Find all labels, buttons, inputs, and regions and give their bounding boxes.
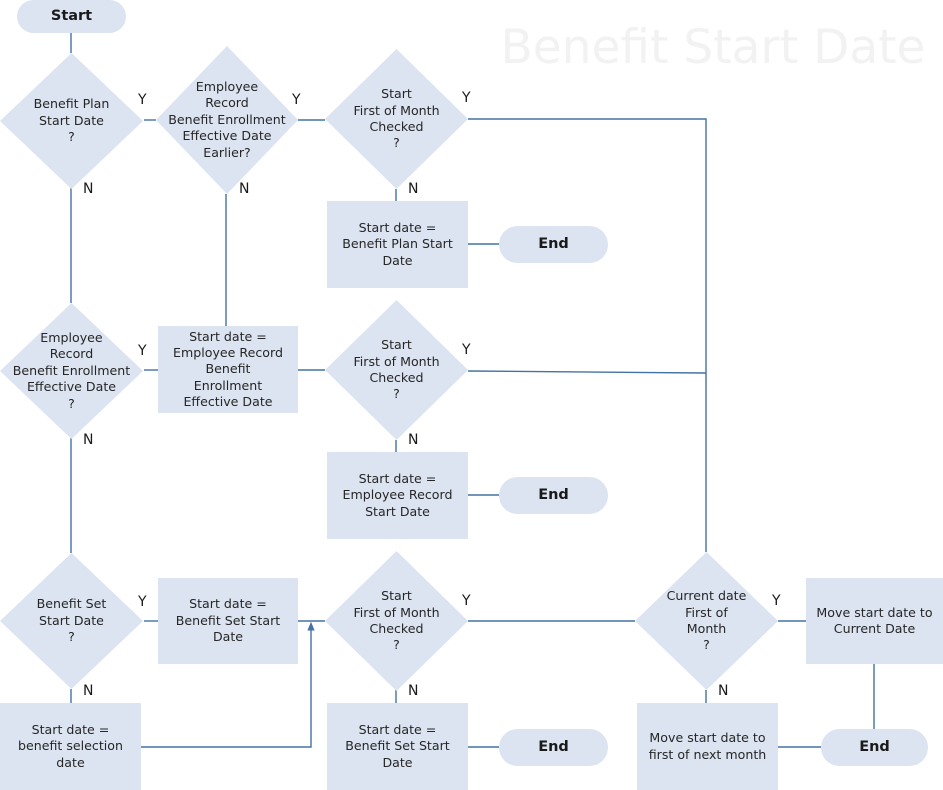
node-benefit-set-start-date-decision[interactable]: Benefit Set Start Date ?	[0, 553, 143, 689]
node-start-date-benefit-set-start-date-1[interactable]: Start date = Benefit Set Start Date	[158, 578, 298, 664]
branch-label-d4-yes: Y	[138, 343, 147, 359]
node-start-date-benefit-set-start-date-1-label: Start date = Benefit Set Start Date	[175, 596, 281, 645]
branch-label-d2-no: N	[239, 181, 250, 197]
node-start[interactable]: Start	[17, 0, 126, 33]
node-start-date-benefit-selection-date[interactable]: Start date = benefit selection date	[0, 703, 141, 790]
node-start-date-employee-record-effective-date[interactable]: Start date = Employee Record Benefit Enr…	[158, 326, 298, 413]
branch-label-d2-yes: Y	[292, 92, 301, 108]
branch-label-d4-no: N	[83, 432, 94, 448]
branch-label-d6-no: N	[83, 683, 94, 699]
node-start-first-of-month-checked-decision-2[interactable]: Start First of Month Checked ?	[325, 300, 468, 440]
node-start-date-employee-record-start-date-label: Start date = Employee Record Start Date	[342, 470, 453, 519]
node-employee-record-earlier-label: Employee Record Benefit Enrollment Effec…	[168, 79, 286, 160]
node-start-label: Start	[50, 8, 93, 25]
node-end-3-label: End	[538, 739, 569, 756]
node-end-2[interactable]: End	[499, 477, 608, 514]
node-start-first-of-month-checked-label-2: Start First of Month Checked ?	[353, 337, 440, 402]
node-end-1-label: End	[538, 236, 569, 253]
branch-label-d3-no: N	[408, 181, 419, 197]
node-start-first-of-month-checked-label-1: Start First of Month Checked ?	[353, 86, 440, 151]
branch-label-d5-yes: Y	[462, 342, 471, 358]
page-title: Benefit Start Date	[500, 20, 926, 75]
node-current-date-first-of-month-decision[interactable]: Current date First of Month ?	[635, 552, 778, 690]
node-start-date-employee-record-start-date[interactable]: Start date = Employee Record Start Date	[327, 452, 468, 539]
node-benefit-plan-start-date-decision[interactable]: Benefit Plan Start Date ?	[0, 53, 143, 189]
node-start-date-employee-record-effective-date-label: Start date = Employee Record Benefit Enr…	[173, 328, 283, 410]
branch-label-d7-yes: Y	[462, 593, 471, 609]
node-start-date-benefit-plan-start-date-label: Start date = Benefit Plan Start Date	[342, 219, 453, 268]
node-employee-record-effective-date-decision[interactable]: Employee Record Benefit Enrollment Effec…	[0, 303, 143, 439]
node-employee-record-earlier-decision[interactable]: Employee Record Benefit Enrollment Effec…	[156, 46, 298, 194]
node-move-start-date-to-first-of-next-month[interactable]: Move start date to first of next month	[637, 703, 778, 790]
branch-label-d5-no: N	[408, 432, 419, 448]
node-start-date-benefit-plan-start-date[interactable]: Start date = Benefit Plan Start Date	[327, 201, 468, 288]
branch-label-d6-yes: Y	[138, 594, 147, 610]
node-end-1[interactable]: End	[499, 226, 608, 263]
branch-label-d1-no: N	[83, 181, 94, 197]
branch-label-d3-yes: Y	[462, 90, 471, 106]
node-employee-record-effective-date-label: Employee Record Benefit Enrollment Effec…	[12, 330, 131, 411]
node-start-date-benefit-set-start-date-2[interactable]: Start date = Benefit Set Start Date	[327, 703, 468, 790]
node-current-date-first-of-month-label: Current date First of Month ?	[666, 588, 747, 653]
branch-label-d1-yes: Y	[138, 92, 147, 108]
node-end-4[interactable]: End	[821, 729, 928, 766]
node-move-start-date-to-first-of-next-month-label: Move start date to first of next month	[648, 730, 767, 762]
node-end-4-label: End	[859, 739, 890, 756]
node-benefit-plan-start-date-label: Benefit Plan Start Date ?	[33, 96, 110, 145]
branch-label-d8-yes: Y	[772, 593, 781, 609]
branch-label-d7-no: N	[408, 683, 419, 699]
edge-d5-yes-to-trunk	[467, 370, 707, 374]
node-benefit-set-start-date-label: Benefit Set Start Date ?	[36, 596, 107, 645]
node-start-first-of-month-checked-label-3: Start First of Month Checked ?	[353, 588, 440, 653]
node-start-date-benefit-selection-date-label: Start date = benefit selection date	[18, 721, 123, 770]
node-start-date-benefit-set-start-date-2-label: Start date = Benefit Set Start Date	[345, 721, 450, 770]
node-start-first-of-month-checked-decision-3[interactable]: Start First of Month Checked ?	[325, 551, 468, 691]
node-move-start-date-to-current-date-label: Move start date to Current Date	[816, 604, 933, 636]
branch-label-d8-no: N	[718, 683, 729, 699]
node-start-first-of-month-checked-decision-1[interactable]: Start First of Month Checked ?	[325, 49, 468, 189]
node-move-start-date-to-current-date[interactable]: Move start date to Current Date	[806, 578, 943, 664]
node-end-3[interactable]: End	[499, 729, 608, 766]
node-end-2-label: End	[538, 487, 569, 504]
